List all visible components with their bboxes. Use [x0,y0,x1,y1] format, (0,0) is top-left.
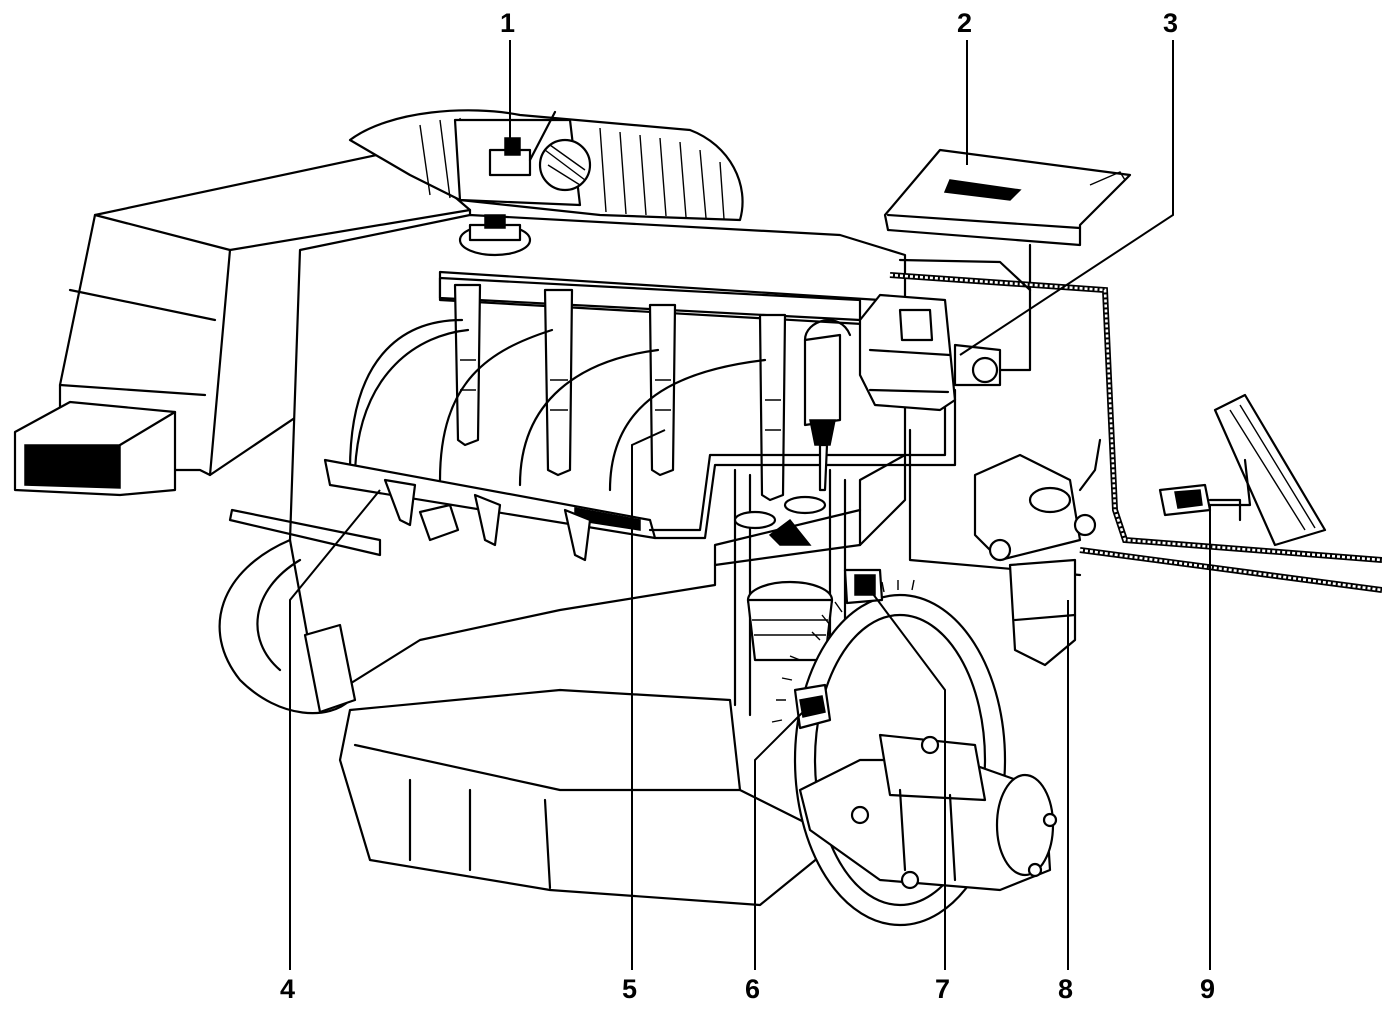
air-intake-duct [13,400,177,497]
callout-2: 2 [957,8,972,38]
common-rail [323,458,657,562]
callout-7: 7 [935,974,950,1004]
callout-9: 9 [1200,974,1215,1004]
callout-6: 6 [745,974,760,1004]
ecu [883,148,1132,292]
oil-pan [338,688,842,907]
fuel-filter [973,438,1102,667]
callout-8: 8 [1058,974,1073,1004]
glow-plug [803,319,852,492]
oil-filler-cap [458,214,532,257]
callout-3: 3 [1163,8,1178,38]
callout-4: 4 [280,974,295,1004]
fuel-lines [889,258,1382,593]
accelerator-pedal [1158,393,1327,547]
speed-sensor-crank [793,683,832,730]
callout-1: 1 [500,8,515,38]
injector-lines [348,318,767,492]
pressure-regulator [858,288,1032,412]
intake-manifold [218,538,357,715]
return-lines [228,388,957,557]
mass-airflow-sensor [453,110,592,207]
starter-motor [798,733,1058,892]
callout-5: 5 [622,974,637,1004]
leader-lines [289,40,1211,970]
